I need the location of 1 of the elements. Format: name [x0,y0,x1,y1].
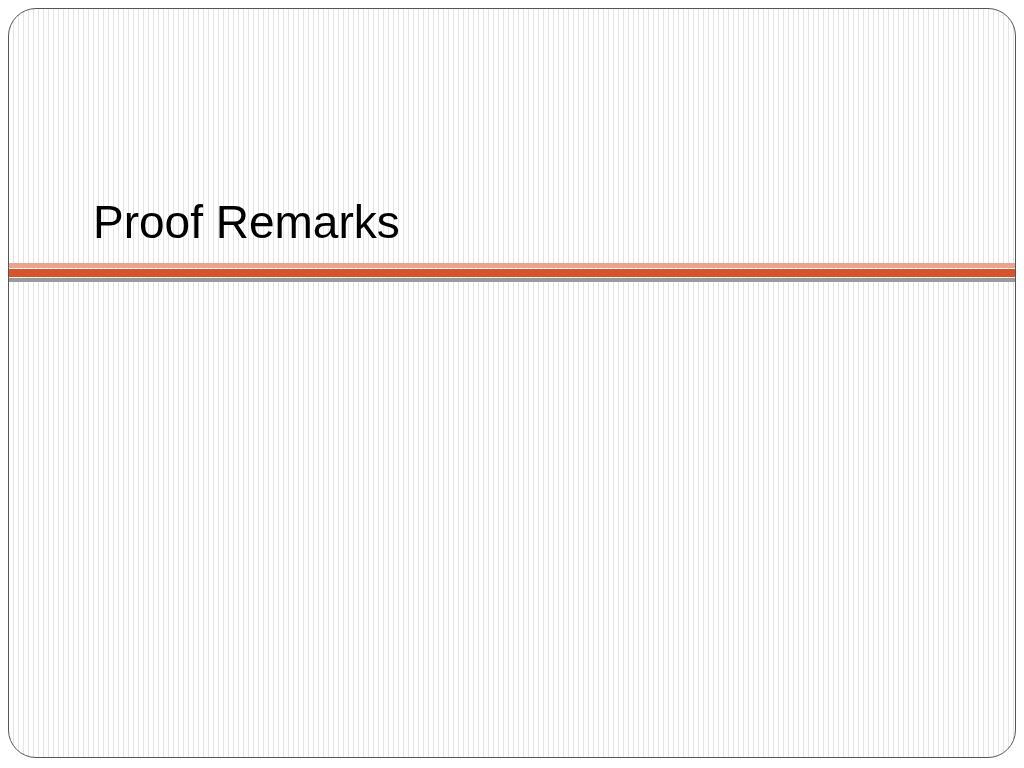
slide-title: Proof Remarks [93,195,400,249]
